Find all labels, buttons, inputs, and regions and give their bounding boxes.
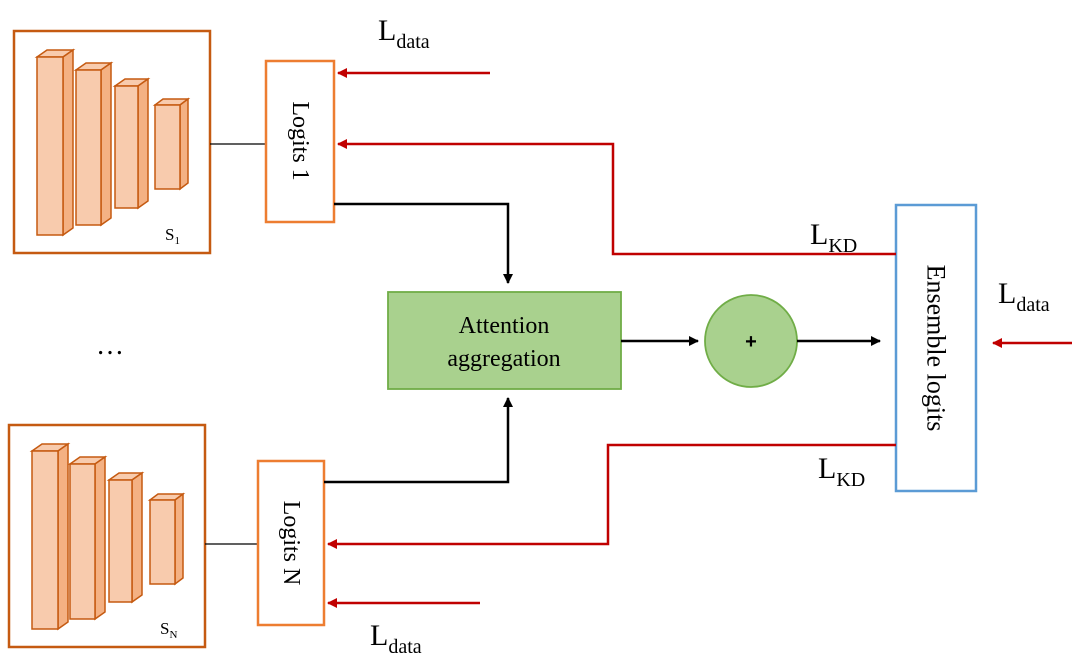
cnn-layers-icon	[34, 48, 191, 237]
data-loss-bottom-label: Ldata	[370, 619, 422, 658]
logits-n-box: Logits N	[256, 459, 326, 627]
aggregation-line-2: aggregation	[447, 346, 560, 372]
kd-loss-top-label: LKD	[810, 218, 857, 257]
cnn-layers-icon	[29, 442, 186, 631]
sum-node: +	[704, 294, 798, 388]
aggregation-line-1: Attention	[459, 313, 550, 339]
kd-loss-bottom-label: LKD	[818, 452, 865, 491]
student-n-label: SN	[160, 619, 177, 641]
ensemble-logits-label: Ensemble logits	[922, 265, 951, 432]
kd-loss-top-arrow	[337, 139, 896, 256]
logits-1-label: Logits 1	[287, 101, 313, 180]
logits-1-box: Logits 1	[264, 59, 336, 224]
student-n-model: SN	[7, 423, 207, 649]
students-ellipsis: …	[96, 330, 124, 361]
kd-loss-bottom-arrow	[327, 443, 896, 549]
data-loss-right-label: Ldata	[998, 277, 1050, 316]
data-loss-top-label: Ldata	[378, 14, 430, 53]
logits-1-to-aggregation-arrow	[334, 202, 513, 284]
logits-n-to-aggregation-arrow	[324, 397, 513, 484]
ensemble-logits-box: Ensemble logits	[894, 203, 978, 493]
student-1-label: S1	[165, 225, 180, 247]
plus-icon: +	[745, 331, 757, 353]
logits-n-label: Logits N	[278, 501, 304, 586]
student-1-model: S1	[12, 29, 212, 255]
attention-aggregation-box: Attention aggregation	[387, 291, 622, 390]
